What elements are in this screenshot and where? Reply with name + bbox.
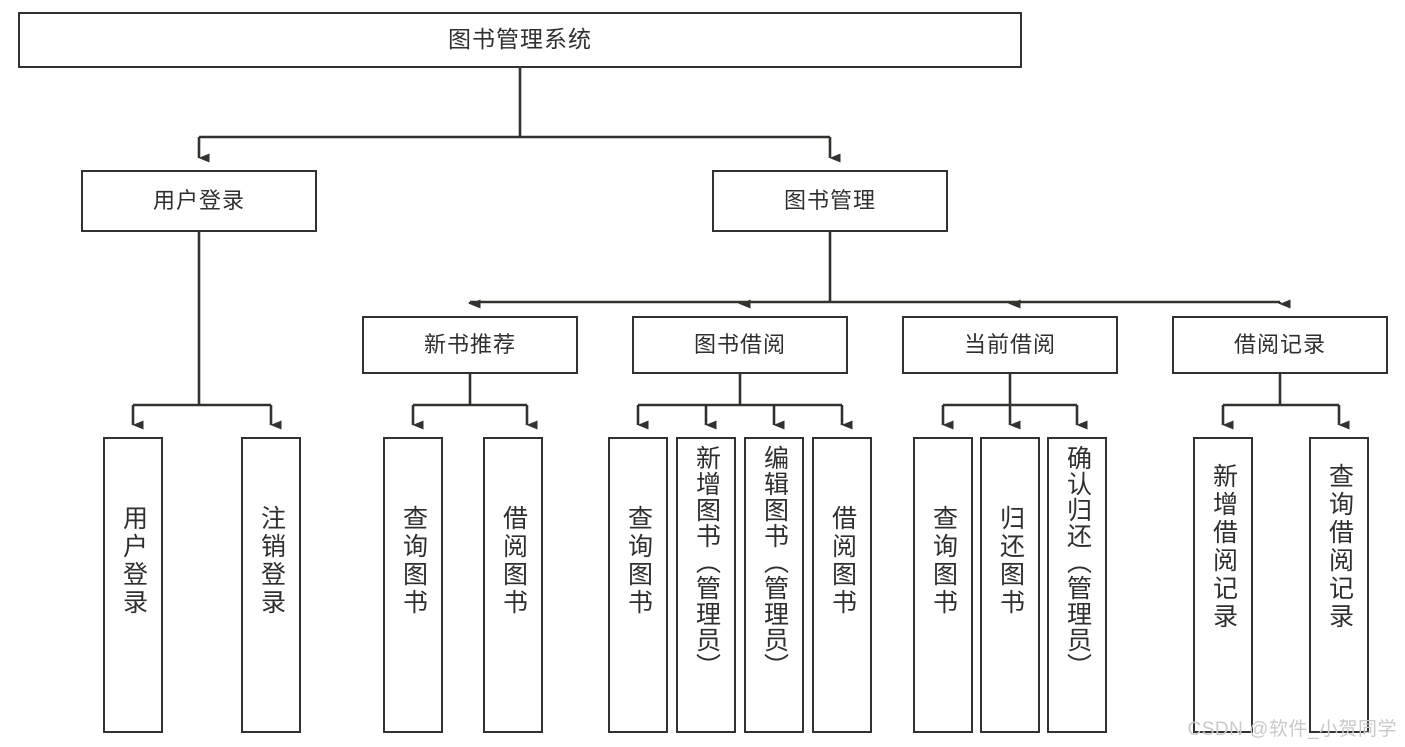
node-book-borrow[interactable]: 图书借阅: [632, 316, 848, 374]
leaf-edit-book-admin[interactable]: 编辑图书（管理员）: [744, 437, 804, 733]
node-borrow-record[interactable]: 借阅记录: [1172, 316, 1388, 374]
node-book-management[interactable]: 图书管理: [712, 170, 948, 232]
node-label: 查询图书: [929, 505, 958, 617]
leaf-confirm-return-admin[interactable]: 确认归还（管理员）: [1047, 437, 1107, 733]
leaf-query-book-recommend[interactable]: 查询图书: [383, 437, 443, 733]
leaf-logout[interactable]: 注销登录: [241, 437, 301, 733]
node-label: 注销登录: [257, 505, 286, 617]
node-label: 查询图书: [399, 505, 428, 617]
leaf-return-book[interactable]: 归还图书: [980, 437, 1040, 733]
node-label: 归还图书: [996, 505, 1025, 617]
node-label: 查询借阅记录: [1325, 463, 1354, 631]
node-label: 图书管理系统: [448, 26, 592, 53]
csdn-watermark: CSDN @软件_小贺同学: [1187, 719, 1397, 740]
node-label: 新增借阅记录: [1209, 463, 1238, 631]
leaf-add-borrow-record[interactable]: 新增借阅记录: [1193, 437, 1253, 733]
leaf-query-book-borrow[interactable]: 查询图书: [608, 437, 668, 733]
node-label: 用户登录: [119, 505, 148, 617]
node-label: 当前借阅: [963, 331, 1056, 357]
node-label: 图书借阅: [693, 331, 786, 357]
leaf-borrow-book[interactable]: 借阅图书: [812, 437, 872, 733]
node-label: 用户登录: [152, 187, 245, 213]
node-label: 图书管理: [783, 187, 876, 213]
node-root-system[interactable]: 图书管理系统: [18, 12, 1022, 68]
node-label: 借阅图书: [828, 505, 857, 617]
leaf-query-book-current[interactable]: 查询图书: [913, 437, 973, 733]
leaf-query-borrow-record[interactable]: 查询借阅记录: [1309, 437, 1369, 733]
node-user-login[interactable]: 用户登录: [81, 170, 317, 232]
node-label: 借阅记录: [1233, 331, 1326, 357]
node-label: 新书推荐: [423, 331, 516, 357]
node-label: 查询图书: [624, 505, 653, 617]
leaf-add-book-admin[interactable]: 新增图书（管理员）: [676, 437, 736, 733]
node-new-book-recommend[interactable]: 新书推荐: [362, 316, 578, 374]
leaf-user-login[interactable]: 用户登录: [103, 437, 163, 733]
leaf-borrow-book-recommend[interactable]: 借阅图书: [483, 437, 543, 733]
node-label: 确认归还（管理员）: [1063, 445, 1092, 679]
node-current-borrow[interactable]: 当前借阅: [902, 316, 1118, 374]
node-label: 编辑图书（管理员）: [760, 445, 789, 679]
node-label: 新增图书（管理员）: [692, 445, 721, 679]
node-label: 借阅图书: [499, 505, 528, 617]
